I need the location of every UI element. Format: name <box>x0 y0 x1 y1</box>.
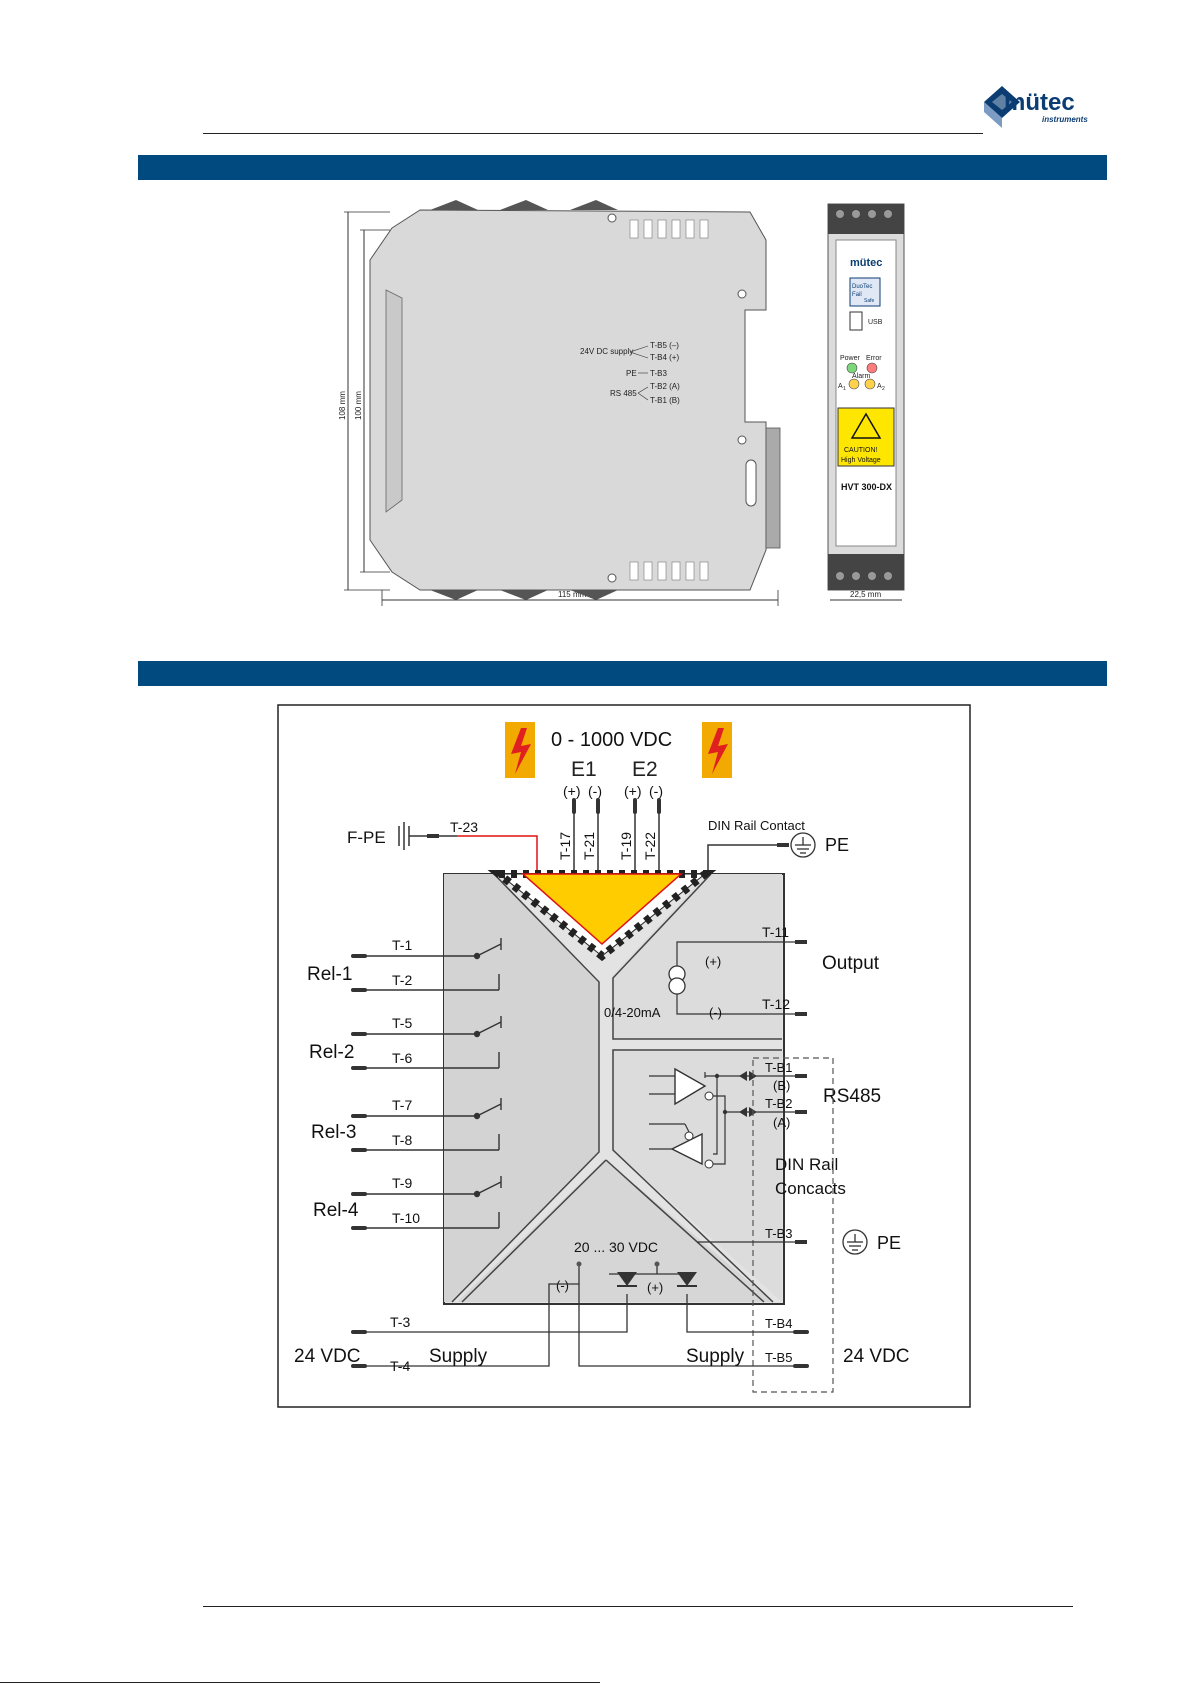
front-alarm: Alarm <box>852 373 870 380</box>
e2-minus: (-) <box>649 783 663 799</box>
dim-108: 108 mm <box>338 391 347 420</box>
side-pe: PE <box>626 369 637 378</box>
sup-minus: (-) <box>556 1278 569 1293</box>
front-caution: CAUTION! <box>844 447 878 454</box>
din-rail-contact: DIN Rail Contact <box>708 818 805 833</box>
footer-rule <box>203 1606 1073 1607</box>
fpe-label: F-PE <box>347 828 386 847</box>
din-rail-label: DIN Rail <box>775 1155 838 1174</box>
e1-plus: (+) <box>563 783 581 799</box>
sup-plus: (+) <box>647 1280 663 1295</box>
pe-label: PE <box>825 835 849 855</box>
side-rs485: RS 485 <box>610 389 637 398</box>
side-b3: T-B3 <box>650 369 667 378</box>
front-a1-sub: 1 <box>843 386 846 392</box>
term-t12: T-12 <box>762 996 790 1012</box>
term-t22: T-22 <box>642 832 658 860</box>
front-badge-3: Safe <box>864 298 875 304</box>
term-t10: T-10 <box>392 1210 420 1226</box>
vdc-right: 24 VDC <box>843 1346 910 1367</box>
supply-left: Supply <box>429 1346 488 1367</box>
vdc-left: 24 VDC <box>294 1346 361 1367</box>
front-power: Power <box>840 355 861 362</box>
side-b5: T-B5 (–) <box>650 341 679 350</box>
front-usb: USB <box>868 319 883 326</box>
out-plus: (+) <box>705 954 721 969</box>
term-t2: T-2 <box>392 972 412 988</box>
term-tb3: T-B3 <box>765 1226 792 1241</box>
header-rule <box>203 133 983 134</box>
high-voltage-icon-left <box>505 722 535 778</box>
company-logo: mütec instruments <box>980 80 1100 132</box>
concacts-label: Concacts <box>775 1179 846 1198</box>
rel2-label: Rel-2 <box>309 1042 354 1063</box>
front-error: Error <box>866 355 882 362</box>
term-tb5: T-B5 <box>765 1350 792 1365</box>
logo-text: mütec <box>1004 89 1075 116</box>
term-tb1-sub: (B) <box>773 1078 790 1093</box>
term-tb1: T-B1 <box>765 1060 792 1075</box>
rel3-label: Rel-3 <box>311 1122 356 1143</box>
voltage-range: 0 - 1000 VDC <box>551 729 672 751</box>
pe-label-2: PE <box>877 1233 901 1253</box>
supply-right: Supply <box>686 1346 745 1367</box>
section-bar-dimensions <box>138 155 1107 180</box>
term-t9: T-9 <box>392 1175 412 1191</box>
term-t1: T-1 <box>392 937 412 953</box>
term-tb4: T-B4 <box>765 1316 792 1331</box>
bottom-rule <box>0 1682 600 1683</box>
supply-range: 20 ... 30 VDC <box>574 1239 658 1255</box>
term-t6: T-6 <box>392 1050 412 1066</box>
front-a2: A <box>877 383 882 390</box>
side-b2: T-B2 (A) <box>650 382 680 391</box>
out-minus: (-) <box>709 1005 722 1020</box>
rel1-label: Rel-1 <box>307 964 352 985</box>
term-t23: T-23 <box>450 819 478 835</box>
side-b4: T-B4 (+) <box>650 353 679 362</box>
dim-115: 115 mm <box>558 590 587 599</box>
rs485-label: RS485 <box>823 1086 881 1107</box>
dimension-drawing: 108 mm 100 mm 115 mm 24V DC supply T-B5 <box>330 200 920 610</box>
front-badge-2: Fail <box>852 292 862 298</box>
term-t19: T-19 <box>618 832 634 860</box>
e2-plus: (+) <box>624 783 642 799</box>
high-voltage-icon-right <box>702 722 732 778</box>
side-supply-label: 24V DC supply <box>580 347 633 356</box>
front-model: HVT 300-DX <box>841 482 892 492</box>
front-badge-1: DuoTec <box>852 284 872 290</box>
output-label: Output <box>822 953 880 974</box>
side-b1: T-B1 (B) <box>650 396 680 405</box>
input-e2: E2 <box>632 758 658 781</box>
wiring-diagram: 0 - 1000 VDC E1 E2 (+) (-) (+) (-) T-17 … <box>277 704 971 1408</box>
current-range: 0/4-20mA <box>604 1005 661 1020</box>
term-t3: T-3 <box>390 1314 410 1330</box>
front-a1: A <box>838 383 843 390</box>
dim-22-5: 22,5 mm <box>850 590 881 599</box>
e1-minus: (-) <box>588 783 602 799</box>
term-t17: T-17 <box>557 832 573 860</box>
front-a2-sub: 2 <box>882 386 885 392</box>
term-tb2: T-B2 <box>765 1096 792 1111</box>
rel4-label: Rel-4 <box>313 1200 359 1221</box>
input-e1: E1 <box>571 758 597 781</box>
term-tb2-sub: (A) <box>773 1115 790 1130</box>
term-t5: T-5 <box>392 1015 412 1031</box>
logo-subtext: instruments <box>1042 115 1088 124</box>
section-bar-wiring <box>138 661 1107 686</box>
term-t21: T-21 <box>581 832 597 860</box>
front-logo: mütec <box>850 257 882 269</box>
term-t4: T-4 <box>390 1358 410 1374</box>
term-t11: T-11 <box>762 924 789 940</box>
term-t8: T-8 <box>392 1132 412 1148</box>
term-t7: T-7 <box>392 1097 412 1113</box>
dim-100: 100 mm <box>354 391 363 420</box>
front-high-voltage: High Voltage <box>841 457 881 464</box>
